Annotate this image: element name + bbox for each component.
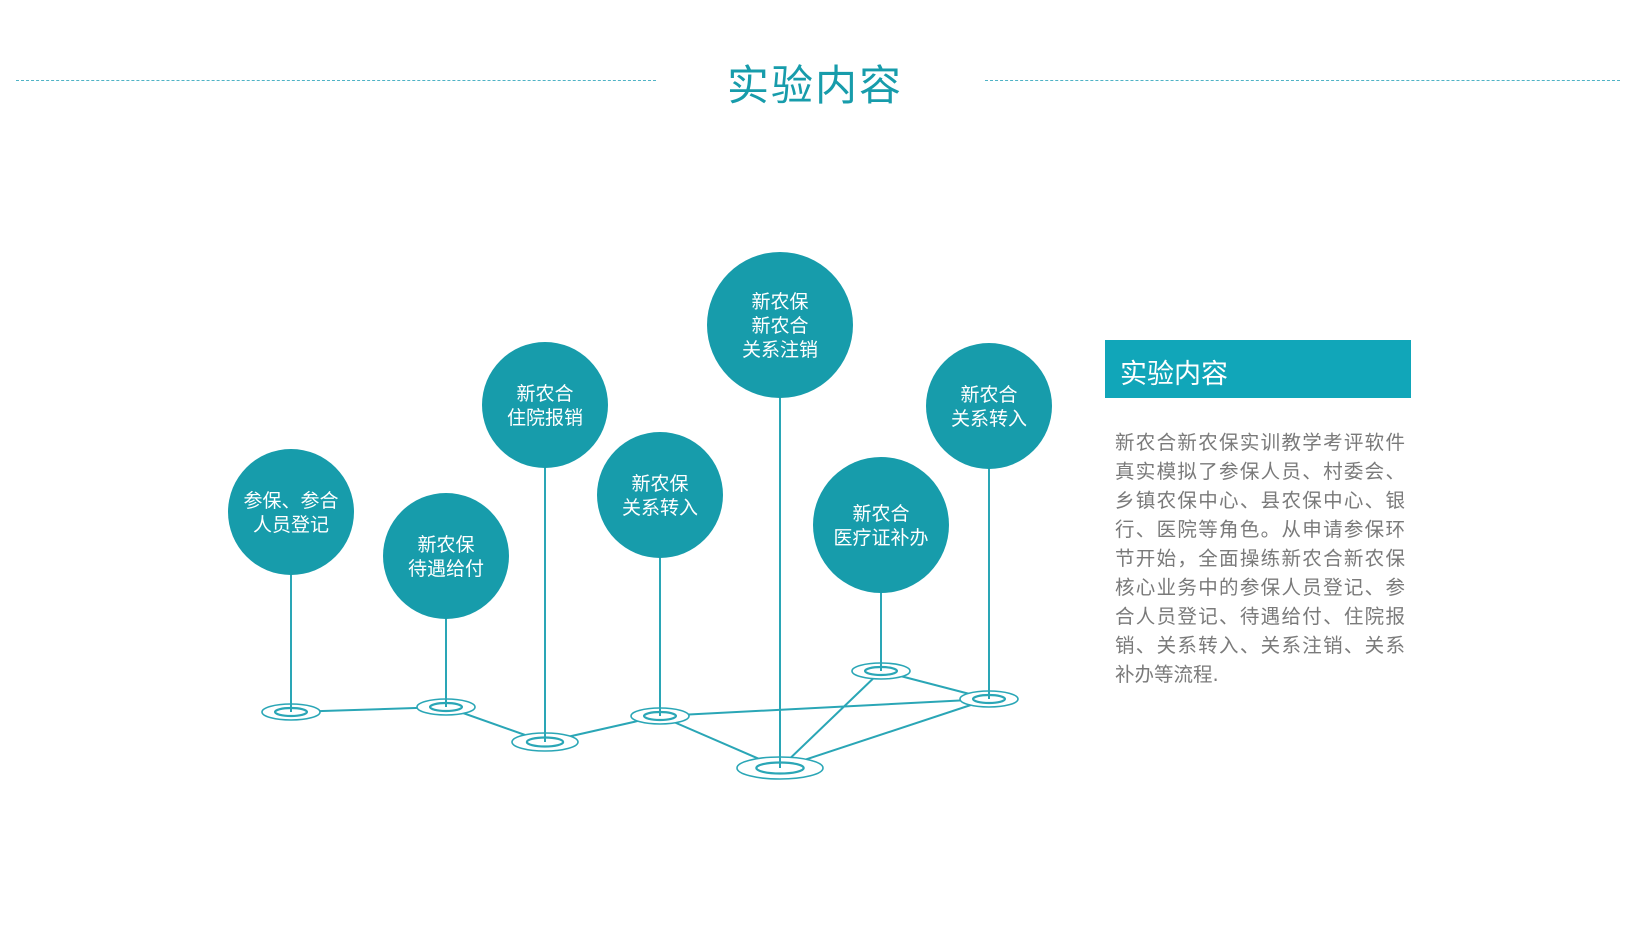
node-label: 关系注销 — [742, 339, 818, 361]
node-bubble — [228, 449, 354, 575]
node-bubble — [707, 252, 853, 398]
node-bubble — [926, 343, 1052, 469]
node-label: 关系转入 — [622, 497, 698, 519]
node-bubble — [482, 342, 608, 468]
node-label: 新农保 — [751, 291, 808, 313]
node-label: 新农合 — [516, 383, 573, 405]
node-bubble — [383, 493, 509, 619]
network-link — [779, 698, 990, 769]
node-label: 参保、参合 — [243, 490, 338, 512]
panel-header: 实验内容 — [1105, 340, 1411, 398]
node-label: 关系转入 — [951, 408, 1027, 430]
node-label: 新农合 — [751, 315, 808, 337]
node-label: 新农保 — [417, 534, 474, 556]
network-link — [779, 670, 882, 769]
page-title: 实验内容 — [726, 61, 903, 110]
node-label: 新农保 — [631, 473, 688, 495]
panel-title: 实验内容 — [1120, 359, 1228, 390]
node-bubble — [597, 432, 723, 558]
node-label: 待遇给付 — [408, 558, 484, 580]
panel-description: 新农合新农保实训教学考评软件真实模拟了参保人员、村委会、乡镇农保中心、县农保中心… — [1115, 431, 1405, 686]
node-label: 新农合 — [852, 503, 909, 525]
network-link — [659, 698, 990, 717]
node-label: 医疗证补办 — [833, 527, 928, 549]
node-label: 人员登记 — [253, 514, 329, 536]
title-divider-right — [985, 80, 1620, 81]
title-divider-left — [16, 80, 656, 81]
node-label: 住院报销 — [507, 407, 583, 429]
node-bubble — [813, 457, 949, 593]
node-label: 新农合 — [960, 384, 1017, 406]
